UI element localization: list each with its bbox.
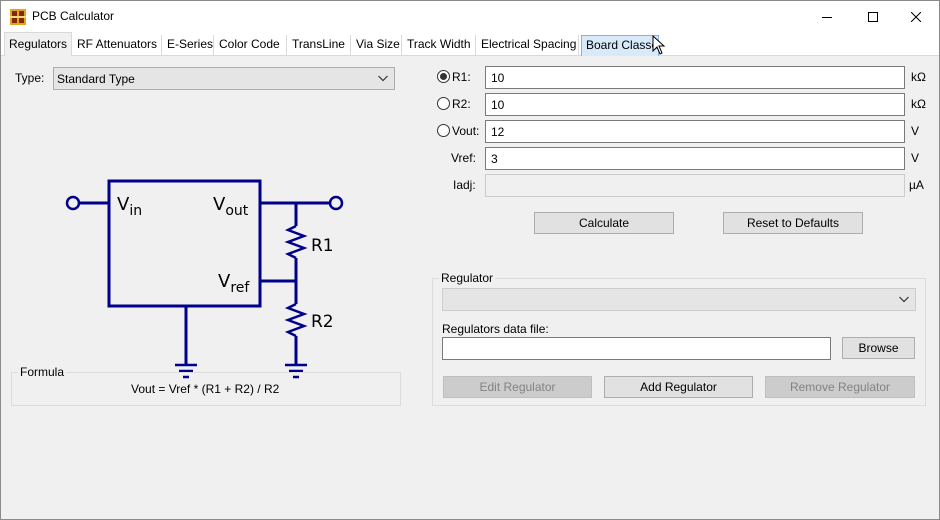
vref-label: Vref xyxy=(218,271,250,296)
type-label: Type: xyxy=(15,71,45,85)
r1-radio[interactable] xyxy=(437,70,450,83)
title-bar: PCB Calculator xyxy=(1,1,939,32)
regulator-group xyxy=(432,278,926,406)
tab-rf-attenuators[interactable]: RF Attenuators xyxy=(73,35,162,56)
pcb-calculator-icon xyxy=(10,9,26,25)
vout-label: Vout: xyxy=(452,124,480,138)
add-regulator-button[interactable]: Add Regulator xyxy=(604,376,753,398)
r2-unit: kΩ xyxy=(911,97,926,111)
vout-label: Vout xyxy=(213,194,249,219)
vref-unit: V xyxy=(911,151,920,165)
regulator-dropdown[interactable] xyxy=(442,288,916,311)
r2-radio[interactable] xyxy=(437,97,450,110)
iadj-unit: µA xyxy=(909,178,924,192)
vout-input[interactable]: 12 xyxy=(485,120,905,143)
minimize-icon xyxy=(822,16,832,18)
vin-label: Vin xyxy=(117,194,142,219)
tab-bar: Regulators RF Attenuators E-Series Color… xyxy=(1,32,939,57)
tab-track-width[interactable]: Track Width xyxy=(403,35,476,56)
regulators-data-file-input[interactable] xyxy=(442,337,831,360)
minimize-button[interactable] xyxy=(804,1,850,32)
type-dropdown[interactable]: Standard Type xyxy=(53,67,395,90)
regulators-data-file-label: Regulators data file: xyxy=(442,322,549,336)
r1-unit: kΩ xyxy=(911,70,926,84)
chevron-down-icon xyxy=(899,296,909,303)
vout-unit: V xyxy=(911,124,920,138)
type-dropdown-value: Standard Type xyxy=(57,72,135,86)
formula-text: Vout = Vref * (R1 + R2) / R2 xyxy=(131,382,280,396)
tab-e-series[interactable]: E-Series xyxy=(163,35,214,56)
tab-electrical-spacing[interactable]: Electrical Spacing xyxy=(477,35,579,56)
maximize-button[interactable] xyxy=(850,1,896,32)
mouse-cursor-icon xyxy=(652,35,666,55)
tab-regulators[interactable]: Regulators xyxy=(4,32,72,57)
close-icon xyxy=(911,11,921,22)
reset-defaults-button[interactable]: Reset to Defaults xyxy=(723,212,863,234)
vref-label: Vref: xyxy=(451,151,476,165)
ground-symbol xyxy=(175,363,307,379)
edit-regulator-button: Edit Regulator xyxy=(443,376,592,398)
vout-radio[interactable] xyxy=(437,124,450,137)
r1-label: R1: xyxy=(452,70,471,84)
formula-group-title: Formula xyxy=(18,365,67,379)
window-title: PCB Calculator xyxy=(32,9,115,23)
regulators-panel: Type: Standard Type xyxy=(1,56,939,519)
regulator-group-title: Regulator xyxy=(439,271,496,285)
tab-color-code[interactable]: Color Code xyxy=(215,35,287,56)
regulator-schematic: Vin Vout Vref R1 R2 xyxy=(65,179,344,379)
remove-regulator-button: Remove Regulator xyxy=(765,376,915,398)
tab-board-classes[interactable]: Board Classes xyxy=(581,35,659,56)
browse-button[interactable]: Browse xyxy=(842,337,915,359)
chevron-down-icon xyxy=(378,75,388,82)
r1-input[interactable]: 10 xyxy=(485,66,905,89)
vin-terminal xyxy=(65,195,81,211)
vref-input[interactable]: 3 xyxy=(485,147,905,170)
r2-label: R2 xyxy=(311,312,334,332)
iadj-label: Iadj: xyxy=(453,178,476,192)
r2-label: R2: xyxy=(452,97,471,111)
iadj-input xyxy=(485,174,905,197)
formula-group xyxy=(11,372,401,406)
r1-label: R1 xyxy=(311,236,334,256)
close-button[interactable] xyxy=(893,1,939,32)
r2-resistor xyxy=(284,302,308,338)
tab-transline[interactable]: TransLine xyxy=(288,35,351,56)
r1-resistor xyxy=(284,224,308,260)
tab-via-size[interactable]: Via Size xyxy=(352,35,402,56)
vout-terminal xyxy=(328,195,344,211)
maximize-icon xyxy=(868,11,878,22)
r2-input[interactable]: 10 xyxy=(485,93,905,116)
calculate-button[interactable]: Calculate xyxy=(534,212,674,234)
